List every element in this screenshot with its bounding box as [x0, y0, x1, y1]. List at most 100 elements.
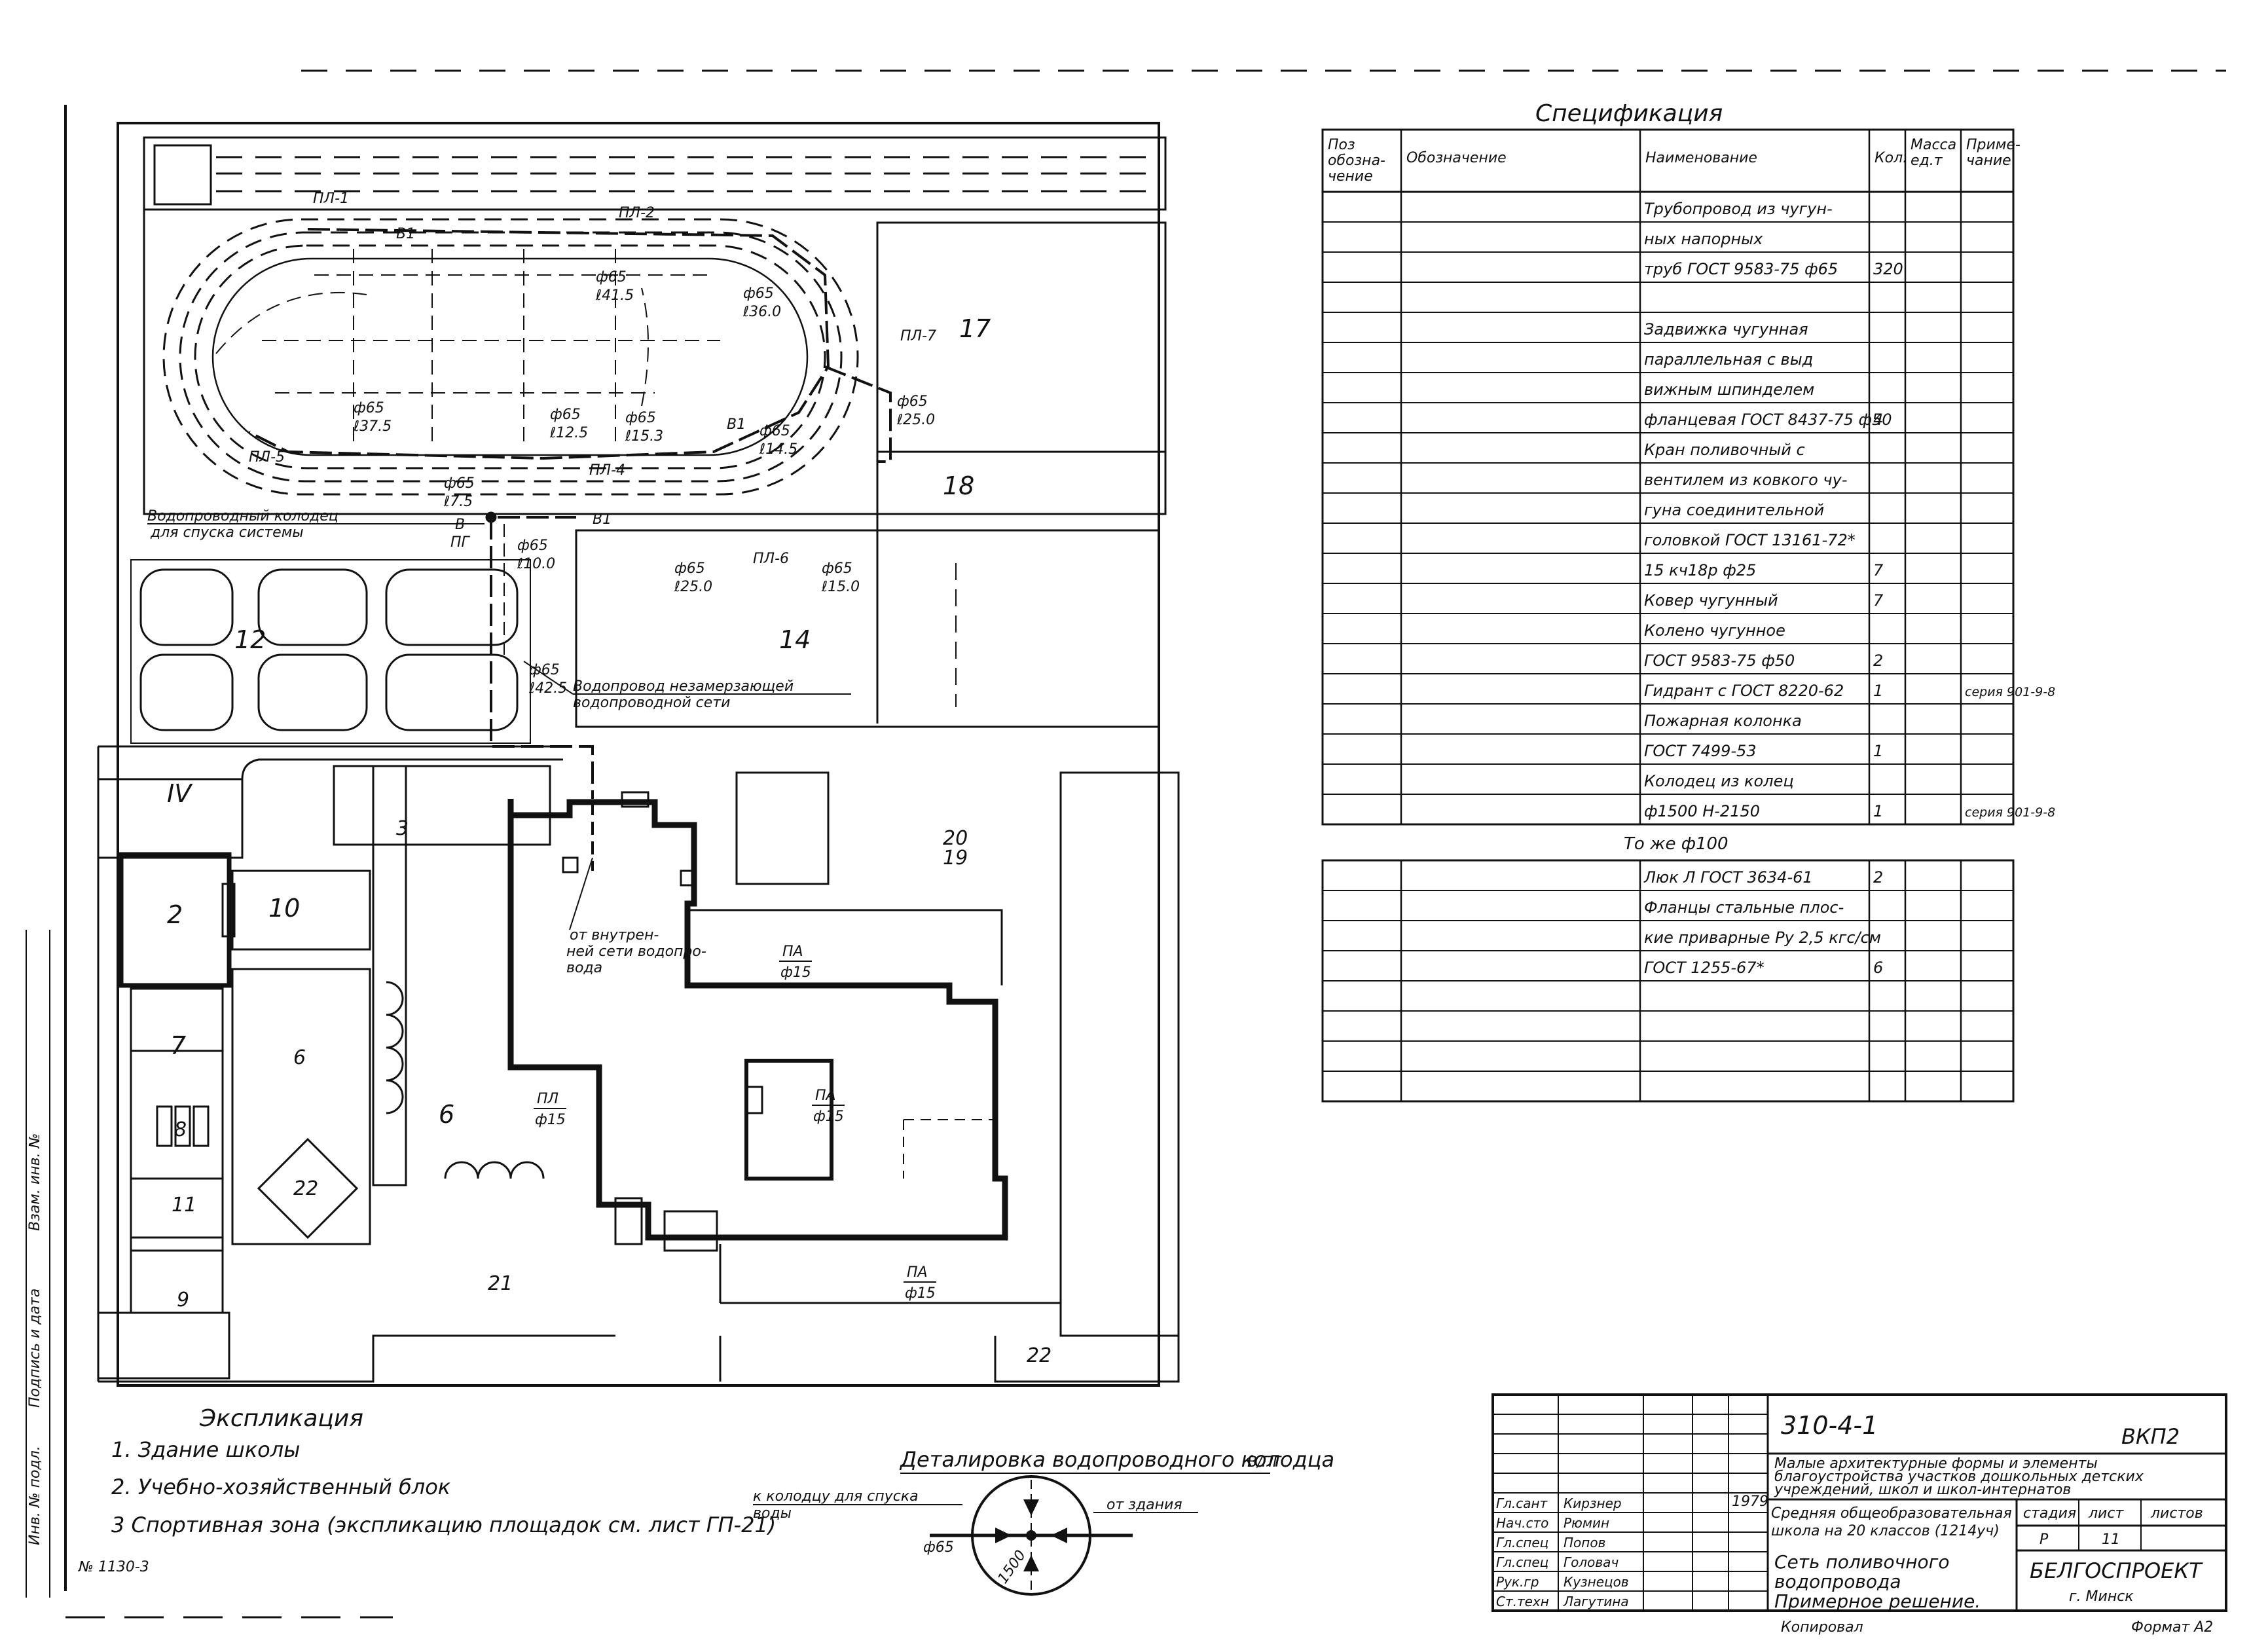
title-block	[1491, 1393, 2227, 1612]
svg-text:ф65: ф65	[759, 423, 790, 439]
spec-cell: ных напорных	[1644, 230, 1763, 248]
svg-text:ф65: ф65	[550, 407, 581, 423]
tb-name: Головач	[1564, 1554, 1619, 1570]
tb-project-2: благоустройства участков дошкольных детс…	[1774, 1469, 2144, 1485]
label-b1b: В1	[593, 511, 612, 528]
zone-2: 2	[167, 900, 183, 929]
spec-cell: головкой ГОСТ 13161-72*	[1644, 531, 1856, 549]
spec-cell: труб ГОСТ 9583-75 ф65	[1644, 260, 1838, 278]
svg-text:ℓ37.5: ℓ37.5	[353, 418, 392, 435]
tb-col-sheet: лист	[2088, 1505, 2124, 1522]
zone-3: 3	[396, 817, 409, 840]
zone-18: 18	[943, 471, 974, 500]
callout-int-2: ней сети водопро-	[566, 944, 706, 960]
label-pl2: ПЛ-2	[619, 205, 655, 221]
tb-sheet-title-1: Сеть поливочного	[1774, 1551, 1949, 1573]
svg-text:ф15: ф15	[905, 1285, 936, 1302]
spec-header: Кол.	[1875, 150, 1907, 166]
margin-text-3: Взам. инв. №	[27, 1133, 43, 1231]
spec-cell: серия 901-9-8	[1965, 805, 2055, 820]
zone-11: 11	[172, 1194, 196, 1217]
label-b1c: В1	[727, 416, 746, 433]
title-block-rows: Гл.сантНач.стоГл.спецГл.спецРук.грСт.тех…	[1493, 1414, 1768, 1611]
svg-text:ф65: ф65	[625, 410, 656, 426]
spec-cell: ГОСТ 7499-53	[1644, 742, 1757, 760]
zone-8: 8	[174, 1118, 187, 1141]
svg-text:ф65: ф65	[674, 560, 705, 577]
label-b1a: В1	[396, 226, 415, 242]
detail-left-note-2: воды	[753, 1505, 792, 1522]
spec-title: Спецификация	[1535, 100, 1723, 127]
tb-date: 1979	[1732, 1494, 1768, 1510]
svg-text:ℓ36.0: ℓ36.0	[742, 304, 781, 320]
margin-text-1: Инв. № подл.	[27, 1446, 43, 1545]
spec-header: чение	[1328, 168, 1373, 185]
spec-header: Масса	[1911, 137, 1956, 153]
spec-header: Приме-	[1966, 137, 2021, 153]
tb-project-3: учреждений, школ и школ-интернатов	[1774, 1482, 2071, 1498]
spec-cell: вентилем из ковкого чу-	[1644, 471, 1847, 489]
spec-header: обозна-	[1328, 153, 1385, 169]
svg-text:ℓ12.5: ℓ12.5	[549, 425, 588, 441]
tb-role: Ст.техн	[1496, 1594, 1549, 1609]
spec-header: чание	[1966, 153, 2011, 169]
tb-copy: Копировал	[1781, 1619, 1863, 1636]
svg-text:ℓ15.0: ℓ15.0	[821, 579, 860, 595]
tb-role: Гл.спец	[1496, 1535, 1548, 1550]
zone-IV: IV	[167, 779, 193, 808]
detail-title: Деталировка водопроводного колодца	[899, 1447, 1334, 1472]
spec-header: Наименование	[1645, 150, 1757, 166]
svg-text:ℓ15.3: ℓ15.3	[625, 428, 663, 445]
zone-19: 19	[943, 847, 968, 870]
tb-format: Формат А2	[2131, 1619, 2213, 1636]
spec-cell: 7	[1873, 561, 1884, 579]
label-pl6: ПЛ-6	[753, 551, 789, 567]
tb-name: Кирзнер	[1564, 1495, 1622, 1511]
svg-text:ф15: ф15	[535, 1112, 566, 1128]
svg-text:ℓ10.0: ℓ10.0	[517, 556, 555, 572]
callout-main-1: Водопровод незамерзающей	[573, 678, 794, 695]
spec-cell: ГОСТ 9583-75 ф50	[1644, 651, 1795, 670]
zone-9: 9	[177, 1289, 189, 1311]
spec-cell: 320	[1873, 260, 1903, 278]
tb-org: БЕЛГОСПРОЕКТ	[2030, 1558, 2203, 1583]
tb-sheet-title-3: Примерное решение.	[1774, 1590, 1981, 1612]
callout-well-1: Водопроводный колодец	[147, 508, 338, 524]
tb-role: Рук.гр	[1496, 1574, 1539, 1590]
svg-text:ф65: ф65	[517, 538, 548, 554]
zone-14: 14	[779, 625, 811, 654]
spec-cell: 2	[1873, 651, 1883, 670]
callout-main-2: водопроводной сети	[573, 695, 730, 711]
spec-cell: 6	[1873, 959, 1883, 977]
spec-cell: 2	[1873, 868, 1883, 887]
tb-code: 310-4-1	[1781, 1411, 1878, 1440]
spec-cell: гуна соединительной	[1644, 501, 1824, 519]
zone-10: 10	[268, 894, 300, 923]
label-pl4: ПЛ-4	[589, 462, 625, 479]
zone-7: 7	[170, 1031, 186, 1060]
label-pl7: ПЛ-7	[900, 328, 936, 344]
spec-cell: ГОСТ 1255-67*	[1644, 959, 1765, 977]
title-block-text: 310-4-1 ВКП2 Малые архитектурные формы и…	[1732, 1411, 2213, 1636]
spec-cell: Колодец из колец	[1644, 772, 1794, 790]
spec-cell: Кран поливочный с	[1644, 441, 1805, 459]
zone-12: 12	[234, 625, 266, 654]
pipe-label: ф65 ℓ10.0	[517, 538, 555, 572]
spec-cell: параллельная с выд	[1644, 350, 1813, 369]
zone-6b: 6	[439, 1100, 454, 1129]
svg-text:ф65: ф65	[897, 394, 928, 410]
pipe-label: ф65 ℓ12.5	[549, 407, 588, 441]
zone-22b: 22	[1027, 1344, 1052, 1367]
svg-text:ф65: ф65	[529, 662, 560, 678]
